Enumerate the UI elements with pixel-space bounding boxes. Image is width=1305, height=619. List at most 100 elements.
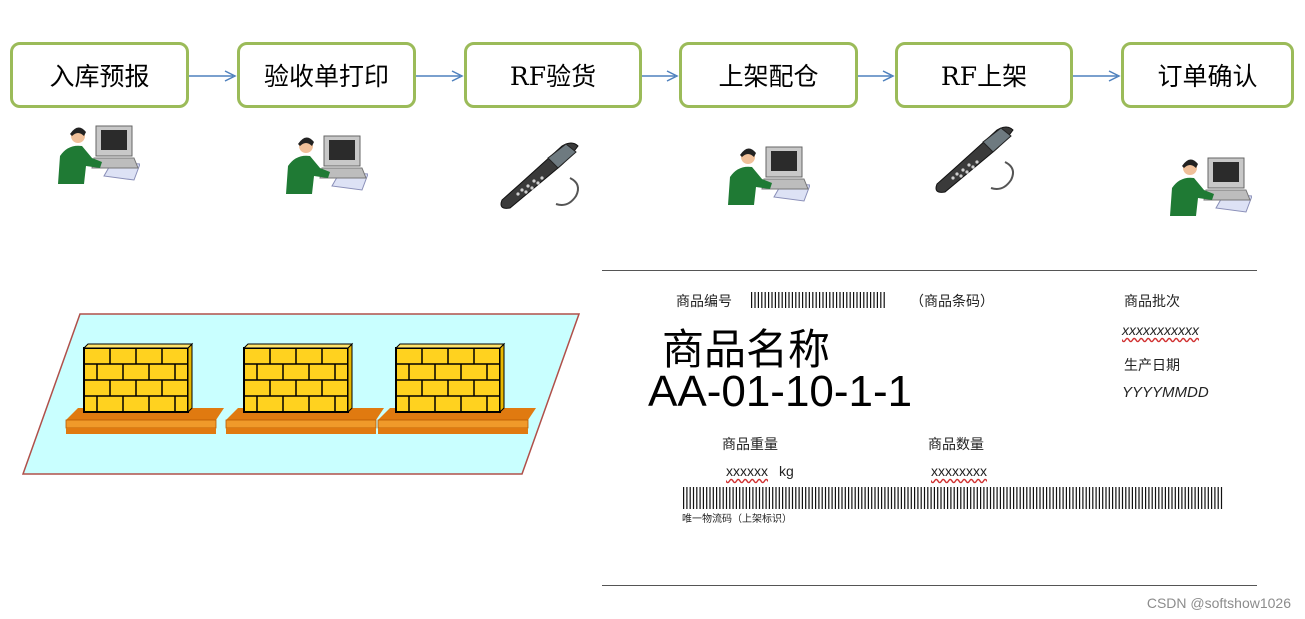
barcode-bar <box>766 487 767 509</box>
barcode-bar <box>914 487 915 509</box>
barcode-bar <box>771 292 772 308</box>
barcode-bar <box>860 292 861 308</box>
barcode-bar <box>921 487 922 509</box>
barcode-bar <box>934 487 935 509</box>
barcode-bar <box>1023 487 1024 509</box>
barcode-bar <box>848 487 849 509</box>
barcode-bar <box>1178 487 1179 509</box>
barcode-bar <box>977 487 978 509</box>
barcode-bar <box>709 487 710 509</box>
barcode-bar <box>822 292 823 308</box>
barcode-bar <box>836 292 837 308</box>
rf-scanner-icon <box>931 122 1021 196</box>
barcode-bar <box>746 487 747 509</box>
label-bottom-rule <box>602 585 1257 586</box>
step-putaway-allocation: 上架配仓 <box>679 42 858 108</box>
barcode-bar <box>768 292 769 308</box>
barcode-bar <box>729 487 730 509</box>
barcode-bar <box>1142 487 1143 509</box>
barcode-bar <box>880 292 881 308</box>
barcode-bar <box>700 487 701 509</box>
barcode-bar <box>1076 487 1077 509</box>
barcode-bar <box>873 292 874 308</box>
barcode-bar <box>1158 487 1159 509</box>
barcode-bar <box>819 292 820 308</box>
barcode-bar <box>785 487 786 509</box>
barcode-bar <box>904 487 905 509</box>
barcode-bar <box>947 487 948 509</box>
barcode-bar <box>1039 487 1040 509</box>
barcode-bar <box>696 487 697 509</box>
barcode-bar <box>690 487 691 509</box>
barcode-bar <box>1208 487 1209 509</box>
barcode-bar <box>1099 487 1100 509</box>
barcode-bar <box>808 487 809 509</box>
barcode-bar <box>812 487 813 509</box>
barcode-bar <box>779 487 780 509</box>
step-receipt-print: 验收单打印 <box>237 42 416 108</box>
barcode-bar <box>1033 487 1034 509</box>
barcode-bar <box>812 292 813 308</box>
product-code-hint: （商品条码） <box>910 291 994 311</box>
barcode-bar <box>1006 487 1007 509</box>
barcode-bar <box>917 487 918 509</box>
barcode-bar <box>1089 487 1090 509</box>
barcode-bar <box>878 487 879 509</box>
barcode-bar <box>957 487 958 509</box>
barcode-bar <box>863 292 864 308</box>
barcode-bar <box>1066 487 1067 509</box>
barcode-bar <box>851 487 852 509</box>
barcode-bar <box>756 487 757 509</box>
barcode-bar <box>1102 487 1103 509</box>
barcode-bar <box>1082 487 1083 509</box>
barcode-bar <box>1122 487 1123 509</box>
barcode-bar <box>795 292 796 308</box>
flow-arrow <box>642 70 679 82</box>
barcode-bar <box>1155 487 1156 509</box>
barcode-bar <box>987 487 988 509</box>
barcode-bar <box>772 487 773 509</box>
barcode-bar <box>1092 487 1093 509</box>
barcode-bar <box>867 292 868 308</box>
barcode-bar <box>973 487 974 509</box>
barcode-bar <box>693 487 694 509</box>
barcode-bar <box>754 292 755 308</box>
barcode-bar <box>1046 487 1047 509</box>
barcode-bar <box>843 292 844 308</box>
barcode-bar <box>1109 487 1110 509</box>
barcode-bar <box>1053 487 1054 509</box>
barcode-bar <box>841 487 842 509</box>
production-date-value: YYYYMMDD <box>1122 384 1209 401</box>
barcode-bar <box>1201 487 1202 509</box>
computer-user-icon <box>726 143 810 205</box>
barcode-bar <box>742 487 743 509</box>
flow-arrow <box>189 70 237 82</box>
rf-scanner-icon <box>496 138 586 212</box>
barcode-bar <box>809 292 810 308</box>
product-code-label: 商品编号 <box>676 291 732 311</box>
barcode-bar <box>1000 487 1001 509</box>
barcode-bar <box>1096 487 1097 509</box>
barcode-bar <box>997 487 998 509</box>
product-code-barcode <box>750 292 888 308</box>
barcode-bar <box>1211 487 1212 509</box>
computer-user-icon <box>56 122 140 184</box>
barcode-bar <box>1188 487 1189 509</box>
flow-arrow <box>416 70 464 82</box>
barcode-bar <box>871 487 872 509</box>
barcode-bar <box>736 487 737 509</box>
barcode-bar <box>799 292 800 308</box>
barcode-bar <box>683 487 684 509</box>
barcode-bar <box>1086 487 1087 509</box>
barcode-bar <box>1148 487 1149 509</box>
barcode-bar <box>950 487 951 509</box>
batch-label: 商品批次 <box>1124 291 1180 311</box>
flow-arrow <box>1073 70 1121 82</box>
barcode-bar <box>891 487 892 509</box>
barcode-bar <box>1043 487 1044 509</box>
step-rf-putaway: RF上架 <box>895 42 1073 108</box>
barcode-bar <box>825 487 826 509</box>
barcode-bar <box>775 487 776 509</box>
barcode-bar <box>822 487 823 509</box>
barcode-bar <box>805 487 806 509</box>
